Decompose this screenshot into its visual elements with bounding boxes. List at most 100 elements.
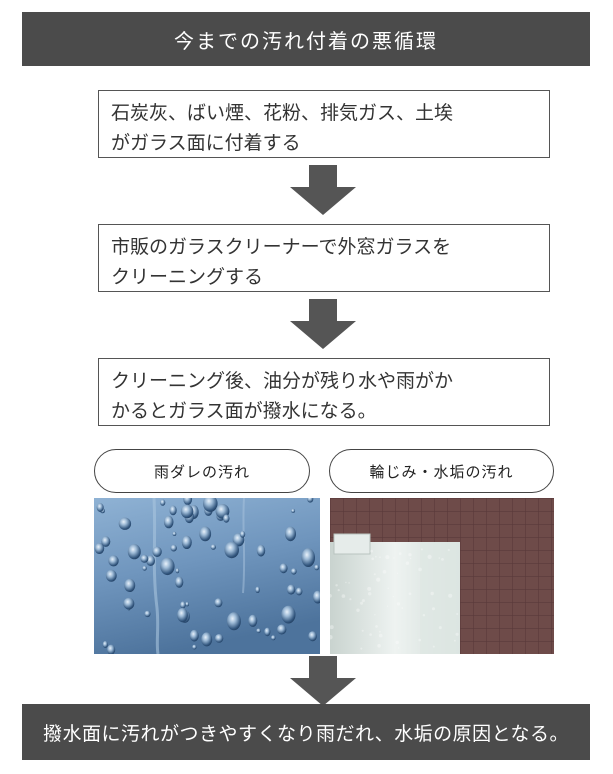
- water-spot: [420, 548, 423, 551]
- water-spot: [396, 602, 401, 606]
- raindrop: [170, 544, 177, 552]
- raindrop: [144, 610, 151, 618]
- water-spot: [447, 548, 450, 552]
- water-spot: [454, 639, 456, 642]
- raindrop: [248, 614, 258, 627]
- water-spot: [418, 567, 422, 572]
- water-spot: [374, 614, 376, 616]
- raindrop: [291, 508, 296, 513]
- water-spot: [379, 556, 381, 558]
- water-spot: [349, 598, 352, 601]
- raindrop: [180, 504, 194, 519]
- step-box-1: 石炭灰、ばい煙、花粉、排気ガス、土埃 がガラス面に付着する: [98, 90, 550, 158]
- raindrop: [271, 635, 276, 641]
- water-spot: [401, 607, 404, 609]
- water-spot: [432, 645, 435, 648]
- raindrop: [192, 644, 197, 650]
- raindrop: [175, 576, 184, 588]
- raindrop: [101, 536, 111, 547]
- raindrop: [203, 498, 218, 512]
- raindrop: [201, 632, 213, 647]
- raindrop: [295, 587, 303, 596]
- water-spot: [361, 599, 365, 603]
- water-spot: [360, 647, 363, 650]
- water-scale-label: 輪じみ・水垢の汚れ: [329, 449, 554, 493]
- raindrop: [286, 584, 296, 595]
- water-spot: [395, 640, 399, 645]
- raindrop: [181, 535, 192, 549]
- arrow-down-icon: [290, 165, 356, 215]
- water-spot: [375, 555, 377, 558]
- raindrop: [180, 601, 186, 609]
- water-spot: [398, 647, 400, 649]
- raindrop: [107, 644, 116, 654]
- water-spot: [378, 633, 383, 638]
- raindrop: [96, 503, 104, 512]
- water-spot: [408, 592, 412, 595]
- raindrop: [279, 563, 288, 574]
- water-spot: [432, 607, 435, 611]
- water-spot: [409, 557, 412, 560]
- raindrop: [169, 505, 177, 516]
- raindrop: [108, 555, 119, 567]
- raindrop: [314, 564, 320, 571]
- raindrop: [172, 531, 177, 536]
- raindrop: [312, 590, 320, 604]
- raindrop: [210, 544, 216, 550]
- rain-streak-label-text: 雨ダレの汚れ: [153, 462, 250, 481]
- raindrop: [177, 608, 188, 623]
- water-spot: [397, 572, 399, 574]
- water-spot: [377, 644, 381, 648]
- raindrop: [199, 526, 212, 542]
- raindrop: [256, 628, 261, 634]
- water-spot: [393, 557, 395, 559]
- water-spot: [367, 586, 372, 591]
- water-spot: [398, 552, 402, 555]
- raindrop: [146, 555, 155, 566]
- arrow-down-icon: [290, 299, 356, 349]
- raindrop: [255, 586, 260, 593]
- arrow-down-icon: [290, 656, 356, 706]
- water-spot: [361, 629, 364, 632]
- raindrop: [140, 554, 149, 563]
- raindrop: [223, 514, 230, 523]
- raindrop: [175, 568, 180, 574]
- raindrop: [185, 602, 189, 607]
- raindrop: [118, 517, 132, 530]
- water-spot: [382, 570, 387, 574]
- raindrop: [214, 598, 223, 608]
- raindrop: [226, 612, 241, 631]
- rain-streak-label: 雨ダレの汚れ: [94, 449, 310, 493]
- step-box-2: 市販のガラスクリーナーで外窓ガラスを クリーニングする: [98, 224, 550, 292]
- water-spot: [373, 573, 376, 576]
- water-spot: [337, 589, 340, 592]
- water-spot: [356, 608, 360, 612]
- step-box-3: クリーニング後、油分が残り水や雨がか かるとガラス面が撥水になる。: [98, 358, 550, 426]
- water-spot: [456, 613, 459, 615]
- raindrop: [240, 530, 246, 538]
- raindrop: [224, 541, 239, 559]
- raindrop: [152, 546, 162, 557]
- water-scale-glass-photo: [330, 498, 554, 654]
- water-spot: [448, 593, 453, 598]
- water-spot: [369, 633, 372, 636]
- water-spot: [441, 558, 444, 561]
- water-spot: [368, 592, 372, 596]
- water-spot: [438, 626, 442, 630]
- raindrop: [189, 629, 199, 642]
- water-spot: [430, 591, 434, 596]
- raindrop: [256, 544, 266, 557]
- water-spot: [348, 582, 350, 584]
- water-scale-label-text: 輪じみ・水垢の汚れ: [369, 462, 514, 481]
- water-spot: [330, 635, 333, 640]
- water-spot: [392, 596, 394, 598]
- raindrop-glass-photo: [94, 498, 320, 654]
- water-spot: [341, 594, 346, 598]
- raindrop: [102, 641, 108, 648]
- raindrop: [105, 569, 117, 582]
- raindrop: [277, 624, 287, 635]
- water-spot: [370, 549, 373, 553]
- water-spot: [335, 584, 338, 587]
- raindrop: [142, 565, 147, 571]
- water-spot: [422, 614, 426, 617]
